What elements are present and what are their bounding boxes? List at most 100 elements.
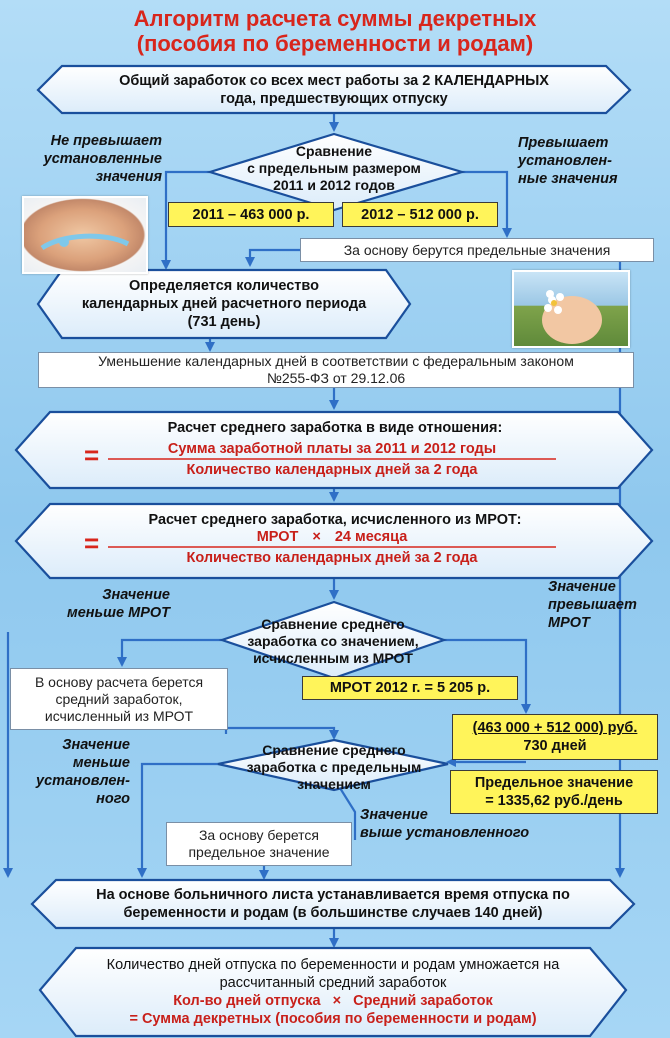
limit-formula-numerator: (463 000 + 512 000) руб. <box>472 720 638 736</box>
connector-arrow <box>137 762 218 878</box>
final-node: Количество дней отпуска по беременности … <box>44 950 622 1034</box>
calendar-days-node: Определяется количество календарных дней… <box>44 272 404 336</box>
more-mrot-line-3: МРОТ <box>548 615 590 631</box>
final-line-3: Кол-во дней отпуска × Средний заработок <box>173 992 493 1010</box>
limit-formula-box: (463 000 + 512 000) руб. 730 дней <box>452 714 658 760</box>
calendar-days-shape <box>36 268 412 340</box>
sick-leave-node: На основе больничного листа устанавливае… <box>36 882 630 926</box>
mrot-numerator-left: МРОТ <box>256 529 299 545</box>
not-exceed-line-3: значения <box>95 169 162 185</box>
take-limits-box: За основу берутся предельные значения <box>300 238 654 262</box>
more-mrot-label: Значение превышает МРОТ <box>548 578 666 632</box>
mrot-calc-denominator: Количество календарных дней за 2 года <box>100 549 564 567</box>
compare-limit-line-3: 2011 и 2012 годов <box>273 176 395 193</box>
compare-mrot-line-2: заработка со значением, <box>247 632 419 649</box>
cap-value-line-2: = 1335,62 руб./день <box>485 793 623 809</box>
avg-denominator-text: Количество календарных дней за 2 года <box>186 462 478 478</box>
mrot-2012-box: МРОТ 2012 г. = 5 205 р. <box>302 676 518 700</box>
total-income-shape <box>36 64 632 115</box>
less-cap-line-2: меньше <box>72 755 130 771</box>
exceeds-label: Превышает установлен- ные значения <box>518 134 668 188</box>
limit-formula-denominator: 730 дней <box>523 738 587 754</box>
avg-calc-denominator: Количество календарных дней за 2 года <box>100 461 564 479</box>
compare-cap-node: Сравнение среднего заработка с предельны… <box>222 738 446 796</box>
title-line-1: Алгоритм расчета суммы декретных <box>133 6 537 31</box>
base-mrot-line-2: средний заработок, <box>55 690 183 707</box>
page-title: Алгоритм расчета суммы декретных (пособи… <box>0 6 670 56</box>
compare-limit-diamond <box>206 132 466 212</box>
sick-leave-line-2: беременности и родам (в большинстве случ… <box>123 905 543 921</box>
avg-calc-shape <box>14 410 654 490</box>
compare-limit-line-1: Сравнение <box>295 142 373 159</box>
avg-calc-numerator: Сумма заработной платы за 2011 и 2012 го… <box>100 440 564 458</box>
not-exceed-label: Не превышает установленные значения <box>4 132 162 186</box>
compare-cap-line-2: заработка с предельным <box>246 758 422 775</box>
less-cap-line-1: Значение <box>62 737 130 753</box>
take-cap-box: За основу берется предельное значение <box>166 822 352 866</box>
limit-2012-text: 2012 – 512 000 р. <box>361 206 479 223</box>
connector-arrow <box>117 638 222 667</box>
final-shape <box>38 946 628 1038</box>
limit-2011-text: 2011 – 463 000 р. <box>192 206 310 223</box>
base-mrot-line-1: В основу расчета берется <box>34 673 204 690</box>
more-cap-line-2: выше установленного <box>360 825 530 841</box>
more-mrot-line-1: Значение <box>548 579 616 595</box>
compare-limit-node: Сравнение с предельным размером 2011 и 2… <box>220 138 448 198</box>
mrot-calc-title: Расчет среднего заработка, исчисленного … <box>40 510 630 530</box>
connector-arrow <box>224 726 339 740</box>
final-line-4: = Сумма декретных (пособия по беременнос… <box>129 1011 537 1027</box>
final-line-2: рассчитанный средний заработок <box>219 975 447 991</box>
final-line-1: Количество дней отпуска по беременности … <box>106 957 560 973</box>
calendar-days-line-3: (731 день) <box>187 314 261 330</box>
total-income-line-2: года, предшествующих отпуску <box>220 91 448 107</box>
not-exceed-line-1: Не превышает <box>50 133 162 149</box>
exceeds-line-3: ные значения <box>518 171 618 187</box>
mrot-numerator-right: 24 месяца <box>334 529 408 545</box>
compare-limit-line-2: с предельным размером <box>247 159 421 176</box>
title-line-2: (пособия по беременности и родам) <box>136 31 534 56</box>
mrot-calc-shape <box>14 502 654 580</box>
connector-line <box>339 787 357 840</box>
times-icon: × <box>332 993 342 1009</box>
avg-eq-sign: = <box>84 440 100 470</box>
mrot-eq-sign: = <box>84 528 100 558</box>
total-income-line-1: Общий заработок со всех мест работы за 2… <box>119 73 549 89</box>
connector-arrow <box>462 170 512 238</box>
compare-cap-line-3: значением <box>297 775 371 792</box>
connector-arrow <box>161 170 210 270</box>
cap-value-box: Предельное значение = 1335,62 руб./день <box>450 770 658 814</box>
mrot-calc-title-text: Расчет среднего заработка, исчисленного … <box>148 512 522 528</box>
total-income-node: Общий заработок со всех мест работы за 2… <box>40 68 628 112</box>
avg-numerator-text: Сумма заработной платы за 2011 и 2012 го… <box>167 441 497 457</box>
base-mrot-line-3: исчисленный из МРОТ <box>44 707 194 724</box>
take-limits-text: За основу берутся предельные значения <box>343 241 611 258</box>
final-avg-text: Средний заработок <box>353 993 493 1009</box>
mrot-denominator-text: Количество календарных дней за 2 года <box>186 550 478 566</box>
sick-leave-line-1: На основе больничного листа устанавливае… <box>96 887 570 903</box>
take-cap-line-2: предельное значение <box>188 844 330 860</box>
avg-calc-title: Расчет среднего заработка в виде отношен… <box>40 418 630 438</box>
reduce-days-line-1: Уменьшение календарных дней в соответств… <box>98 353 574 369</box>
cap-value-line-1: Предельное значение <box>474 775 634 791</box>
compare-mrot-node: Сравнение среднего заработка со значение… <box>222 612 444 670</box>
take-cap-line-1: За основу берется <box>198 827 320 843</box>
less-mrot-line-2: меньше МРОТ <box>66 605 170 621</box>
calendar-days-line-1: Определяется количество <box>129 278 319 294</box>
limit-2011-box: 2011 – 463 000 р. <box>168 202 334 227</box>
reduce-days-box: Уменьшение календарных дней в соответств… <box>38 352 634 388</box>
compare-cap-line-1: Сравнение среднего <box>262 741 406 758</box>
times-icon: × <box>312 529 321 545</box>
connector-arrow <box>444 638 531 714</box>
connector-arrow <box>245 248 300 267</box>
compare-mrot-line-1: Сравнение среднего <box>261 615 405 632</box>
pregnant-belly-photo-icon <box>22 196 148 274</box>
more-cap-label: Значение выше установленного <box>360 806 570 842</box>
avg-calc-title-text: Расчет среднего заработка в виде отношен… <box>167 420 503 436</box>
compare-mrot-line-3: исчисленным из МРОТ <box>253 649 413 666</box>
less-cap-line-3: установлен- <box>36 773 130 789</box>
limit-2012-box: 2012 – 512 000 р. <box>342 202 498 227</box>
pregnant-flower-photo-icon <box>512 270 630 348</box>
calendar-days-line-2: календарных дней расчетного периода <box>81 296 367 312</box>
base-mrot-box: В основу расчета берется средний заработ… <box>10 668 228 730</box>
